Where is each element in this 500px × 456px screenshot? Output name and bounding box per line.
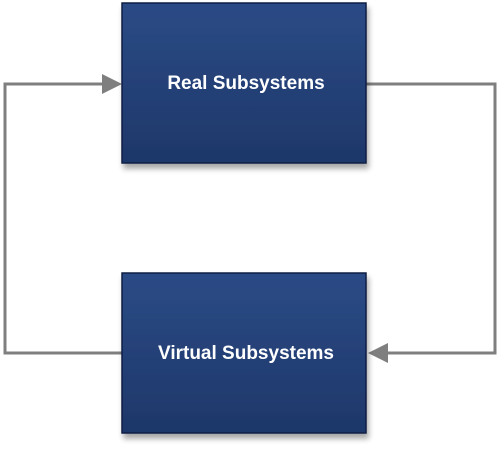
arrowhead-into-virtual-icon [368, 343, 388, 363]
connector-line-right [366, 82, 497, 355]
node-real-subsystems: Real Subsystems [121, 2, 367, 164]
node-virtual-subsystems: Virtual Subsystems [121, 272, 367, 434]
node-virtual-label: Virtual Subsystems [158, 343, 334, 364]
connector-real-to-virtual [366, 82, 497, 363]
connector-line-left [3, 82, 124, 355]
node-real-label: Real Subsystems [167, 73, 324, 94]
arrowhead-into-real-icon [102, 74, 122, 94]
connector-virtual-to-real [3, 74, 124, 355]
node-virtual-box [121, 272, 367, 434]
node-real-box [121, 2, 367, 164]
